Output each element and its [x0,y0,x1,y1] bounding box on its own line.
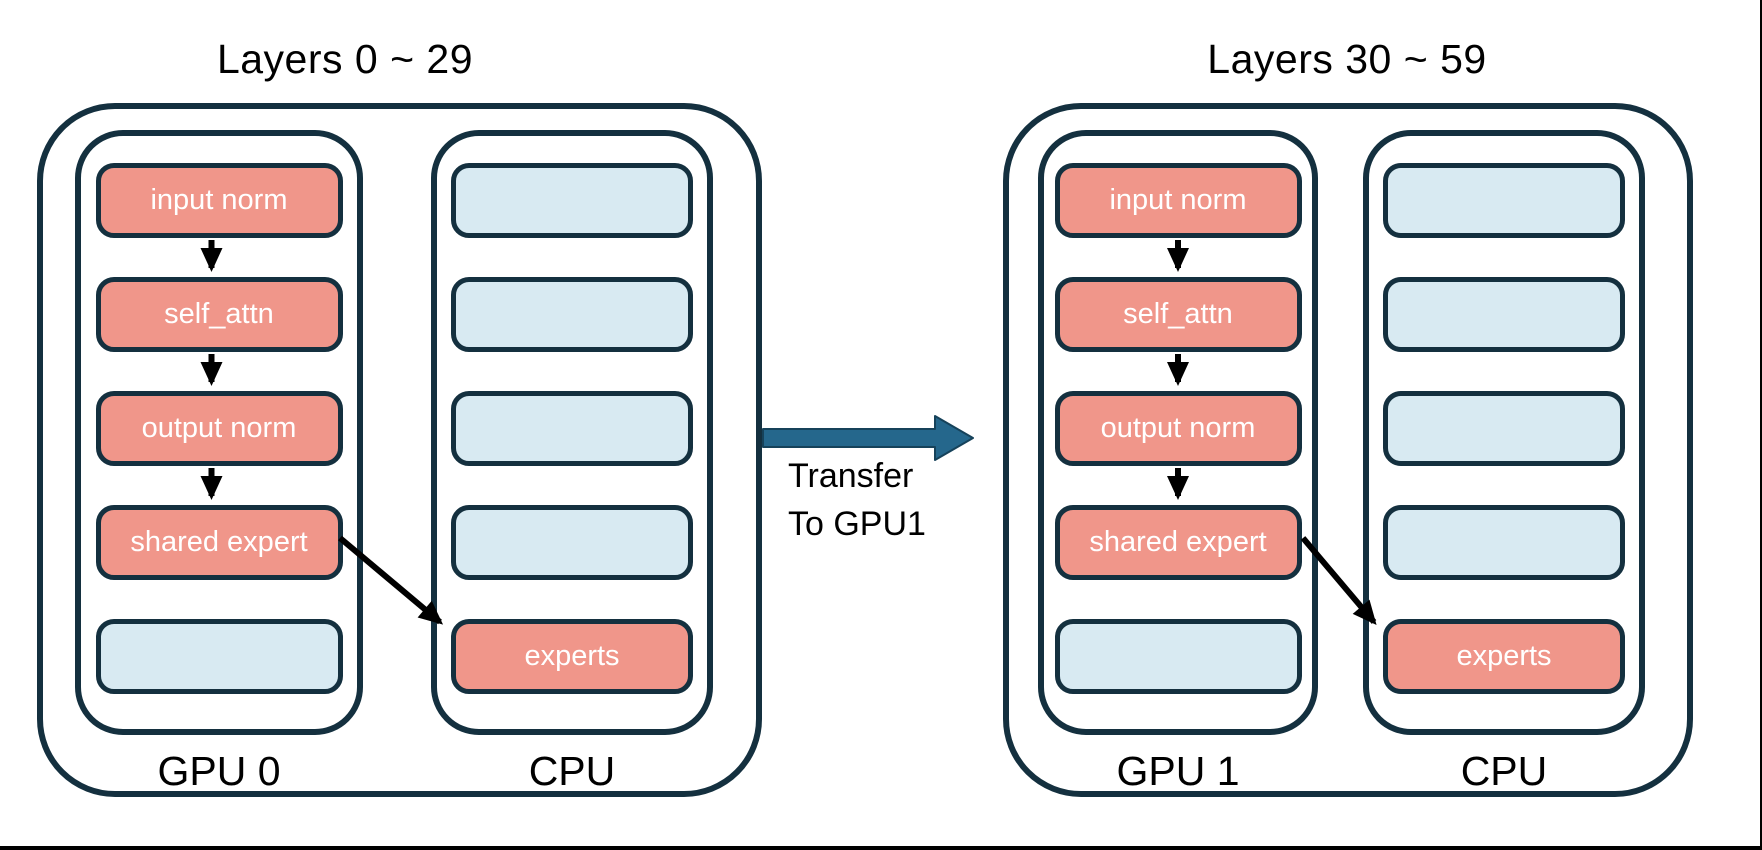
module-input-norm: input norm [95,163,343,238]
module-shared-expert: shared expert [95,505,343,580]
module-empty-slot [1383,391,1625,466]
module-empty-slot [95,619,343,694]
module-empty-slot [1383,505,1625,580]
cpu-right-label: CPU [1460,748,1548,794]
gpu1-label: GPU 1 [1116,748,1240,794]
cpu-left-label: CPU [528,748,616,794]
bottom-edge-line [0,846,1762,850]
transfer-caption: Transfer To GPU1 [788,452,926,548]
right-edge-line [1760,0,1762,850]
transfer-caption-line2: To GPU1 [788,505,926,543]
module-output-norm: output norm [95,391,343,466]
group-title-layers-30-59: Layers 30 ~ 59 [1207,36,1487,82]
module-experts: experts [1383,619,1625,694]
module-empty-slot [451,391,693,466]
module-empty-slot [451,163,693,238]
module-empty-slot [451,505,693,580]
gpu0-container: input norm self_attn output norm shared … [75,130,363,735]
module-shared-expert: shared expert [1054,505,1302,580]
cpu-left-container: experts [431,130,713,735]
gpu1-container: input norm self_attn output norm shared … [1038,130,1318,735]
cpu-right-container: experts [1363,130,1645,735]
module-empty-slot [1383,163,1625,238]
module-empty-slot [451,277,693,352]
module-experts: experts [451,619,693,694]
module-self-attn: self_attn [1054,277,1302,352]
group-title-layers-0-29: Layers 0 ~ 29 [216,36,474,82]
module-output-norm: output norm [1054,391,1302,466]
module-empty-slot [1383,277,1625,352]
module-input-norm: input norm [1054,163,1302,238]
module-self-attn: self_attn [95,277,343,352]
gpu0-label: GPU 0 [157,748,281,794]
module-empty-slot [1054,619,1302,694]
transfer-caption-line1: Transfer [788,457,914,495]
